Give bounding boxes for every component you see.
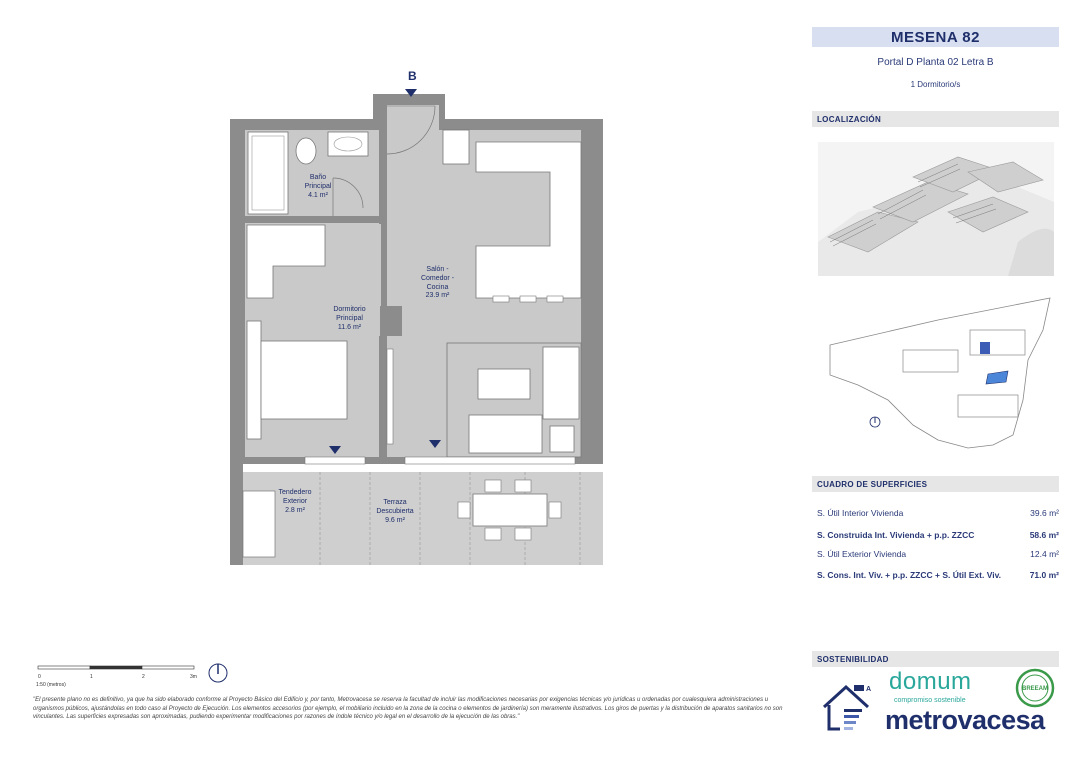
surface-value: 58.6 m² (1029, 530, 1059, 540)
surface-row: S. Construida Int. Vivienda + p.p. ZZCC … (817, 530, 1059, 540)
surface-label: S. Construida Int. Vivienda + p.p. ZZCC (817, 530, 975, 540)
surface-row: S. Útil Exterior Vivienda 12.4 m² (817, 549, 1059, 559)
sustainability-section-title: SOSTENIBILIDAD (817, 654, 889, 664)
aerial-view-image (818, 142, 1054, 276)
breeam-logo: BREEAM (1015, 668, 1055, 708)
domum-logo: domum (889, 668, 972, 695)
room-label-bano: Baño Principal 4.1 m² (293, 174, 343, 200)
domum-tagline: compromiso sostenible (894, 697, 966, 704)
room-area: 4.1 m² (308, 191, 328, 199)
entrance-marker-label: B (408, 69, 417, 83)
room-name: Principal (336, 314, 363, 322)
scale-bar: 0 1 2 3m (37, 663, 228, 683)
room-name: Principal (304, 182, 332, 190)
location-section-title: LOCALIZACIÓN (817, 114, 882, 124)
scale-tick: 1 (90, 674, 93, 680)
project-title: MESENA 82 (891, 28, 980, 46)
sustainability-section-bar: SOSTENIBILIDAD (812, 651, 1059, 667)
surface-label: S. Útil Interior Vivienda (817, 508, 904, 518)
surfaces-section-bar: CUADRO DE SUPERFICIES (812, 476, 1059, 492)
room-area: 9.6 m² (385, 516, 405, 524)
room-name: Exterior (282, 497, 308, 505)
surface-label: S. Útil Exterior Vivienda (817, 549, 907, 559)
room-name: Baño (309, 174, 327, 181)
room-area: 2.8 m² (285, 506, 305, 514)
site-plan-map (829, 297, 1051, 449)
scale-tick: 3m (190, 674, 197, 680)
room-label-salon: Salón - Comedor - Cocina 23.9 m² (410, 266, 465, 301)
surface-value: 71.0 m² (1029, 570, 1059, 580)
room-name: Terraza (383, 499, 407, 506)
floor-plan-drawing (230, 89, 603, 565)
scale-label: 1:50 (metros) (36, 682, 66, 688)
room-area: 23.9 m² (425, 292, 450, 300)
project-title-bar: MESENA 82 (812, 27, 1059, 47)
room-label-tendedero: Tendedero Exterior 2.8 m² (270, 489, 320, 515)
breeam-text: BREEAM (1022, 686, 1048, 692)
room-name: Tendedero (278, 489, 312, 496)
energy-house-icon: A (822, 684, 871, 731)
metrovacesa-logo: metrovacesa (885, 705, 1045, 735)
portal-info: Portal D Planta 02 Letra B (877, 57, 994, 68)
surface-value: 12.4 m² (1030, 549, 1059, 559)
surface-label: S. Cons. Int. Viv. + p.p. ZZCC + S. Útil… (817, 570, 1002, 580)
scale-tick: 2 (142, 674, 145, 680)
room-label-terraza: Terraza Descubierta 9.6 m² (365, 499, 425, 525)
svg-text:A: A (866, 686, 871, 693)
legal-disclaimer: "El presente plano no es definitivo, ya … (33, 697, 783, 721)
surface-row: S. Cons. Int. Viv. + p.p. ZZCC + S. Útil… (817, 570, 1059, 580)
floor-plan: B Baño Principal 4.1 m² Dormitorio Princ… (225, 66, 610, 571)
bedrooms-info: 1 Dormitorio/s (910, 80, 961, 89)
room-name: Descubierta (376, 507, 414, 515)
scale-tick: 0 (38, 674, 41, 680)
surface-row: S. Útil Interior Vivienda 39.6 m² (817, 508, 1059, 518)
room-name: Salón - (426, 266, 449, 273)
room-name: Comedor - (420, 274, 455, 282)
surfaces-section-title: CUADRO DE SUPERFICIES (817, 479, 928, 489)
location-section-bar: LOCALIZACIÓN (812, 111, 1059, 127)
room-label-dormitorio: Dormitorio Principal 11.6 m² (322, 306, 377, 332)
room-area: 11.6 m² (337, 323, 362, 331)
surface-value: 39.6 m² (1030, 508, 1059, 518)
room-name: Cocina (426, 283, 449, 291)
room-name: Dormitorio (333, 306, 366, 313)
